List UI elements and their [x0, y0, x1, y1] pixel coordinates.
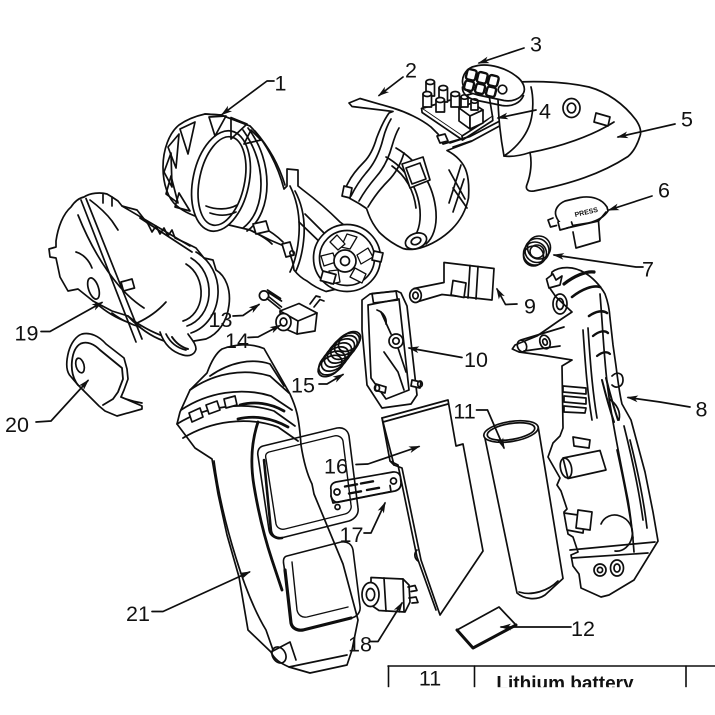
svg-text:3: 3 [530, 33, 542, 57]
svg-text:15: 15 [291, 374, 315, 398]
svg-text:14: 14 [225, 329, 249, 353]
svg-text:2: 2 [405, 59, 417, 83]
svg-text:8: 8 [696, 398, 708, 422]
svg-text:9: 9 [524, 295, 536, 319]
svg-text:10: 10 [464, 348, 488, 372]
svg-text:16: 16 [324, 455, 348, 479]
svg-text:6: 6 [658, 179, 670, 203]
svg-text:13: 13 [209, 308, 233, 332]
svg-text:1: 1 [275, 72, 287, 96]
svg-text:21: 21 [126, 602, 150, 626]
svg-text:17: 17 [340, 523, 364, 547]
svg-text:11: 11 [453, 400, 475, 424]
svg-text:5: 5 [681, 108, 693, 132]
svg-text:19: 19 [15, 322, 39, 346]
svg-text:7: 7 [642, 258, 654, 282]
svg-text:20: 20 [5, 413, 29, 437]
svg-text:18: 18 [348, 633, 372, 657]
svg-text:12: 12 [571, 617, 595, 641]
svg-text:4: 4 [539, 100, 551, 124]
svg-text:11: 11 [419, 667, 441, 691]
